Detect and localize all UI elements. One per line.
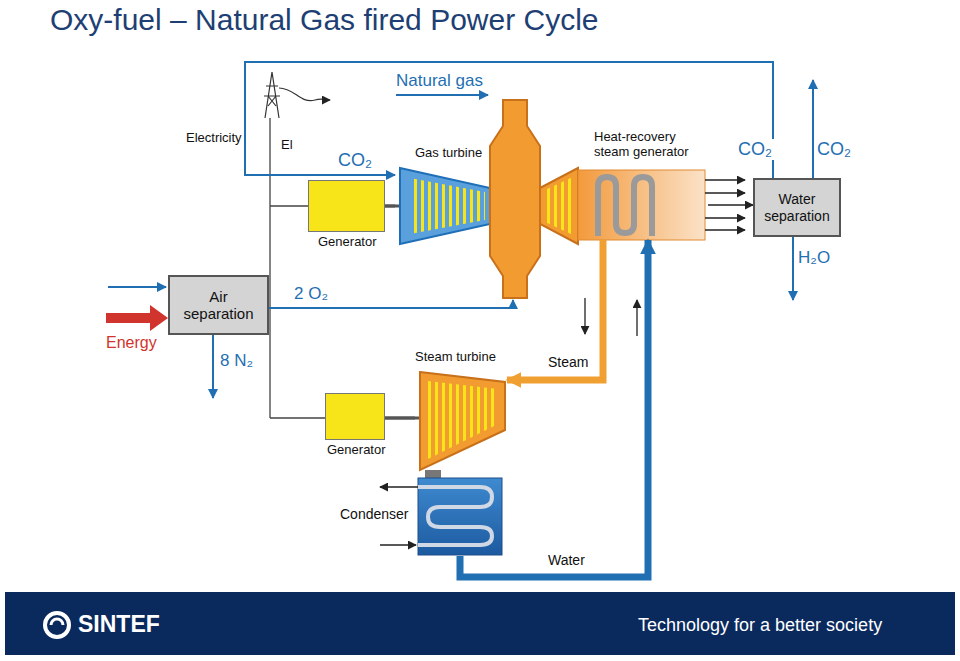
stream-label: CO₂ [817, 139, 851, 160]
box-label: Air separation [170, 288, 267, 323]
flow-label: CO₂ [336, 150, 374, 171]
part-name: Condenser [340, 506, 508, 522]
hrsg-drawing [578, 170, 705, 240]
condenser: Condenser [338, 476, 506, 556]
part-name: Generator [327, 443, 391, 458]
flow-label: Steam [546, 354, 590, 370]
water-out-arrow [792, 237, 794, 300]
nitrogen-out-arrow [212, 335, 214, 398]
page-title: Oxy-fuel – Natural Gas fired Power Cycle [50, 3, 599, 38]
steam-turbine-drawing [385, 372, 505, 478]
part-name: Heat-recovery steam generator [594, 130, 706, 160]
flow-arrow [585, 298, 637, 336]
part-name: Gas turbine [415, 146, 622, 161]
power-label: El [281, 138, 293, 153]
flow-connector [385, 417, 415, 420]
flow-label: CO₂ [736, 139, 774, 160]
part-name: Steam turbine [415, 350, 507, 365]
logo-text: SINTEF [78, 611, 160, 637]
fuel-arrow [396, 94, 488, 96]
energy-arrow [106, 305, 168, 331]
fuel-label: Natural gas [396, 71, 483, 91]
generator-body [308, 180, 385, 232]
flow-connector [245, 62, 773, 178]
flow-connector [385, 205, 395, 208]
air-separation-box: Air separation [168, 275, 269, 335]
co2-out-arrow [812, 80, 814, 178]
gas-turbine: Gas turbine [395, 98, 602, 300]
electric-wire [270, 118, 325, 418]
water-separation-box: Water separation [753, 178, 841, 237]
generator: Generator [308, 180, 397, 252]
part-name: Generator [318, 235, 407, 250]
power-label: Electricity [186, 131, 242, 146]
power-pylon [264, 72, 330, 118]
flow-label: 2 O₂ [292, 284, 330, 304]
footer-band [5, 592, 955, 655]
flow-label: Water [546, 552, 587, 568]
gas-turbine-drawing [385, 100, 580, 298]
box-label: Water separation [755, 191, 839, 223]
flow-connector [708, 204, 753, 205]
flow-connector [507, 240, 603, 380]
stream-label: H₂O [798, 248, 830, 268]
flow-connector [460, 240, 648, 577]
stream-label: 8 N₂ [220, 351, 253, 371]
sintef-logo [45, 613, 69, 637]
energy-label: Energy [106, 334, 157, 352]
heat-recovery-steam-generator: Heat-recovery steam generator [578, 130, 708, 240]
slogan: Technology for a better society [638, 615, 882, 636]
generator: Generator [325, 393, 389, 460]
air-in-arrow [108, 286, 166, 288]
generator-body [325, 393, 385, 440]
steam-turbine: Steam turbine [415, 350, 507, 470]
